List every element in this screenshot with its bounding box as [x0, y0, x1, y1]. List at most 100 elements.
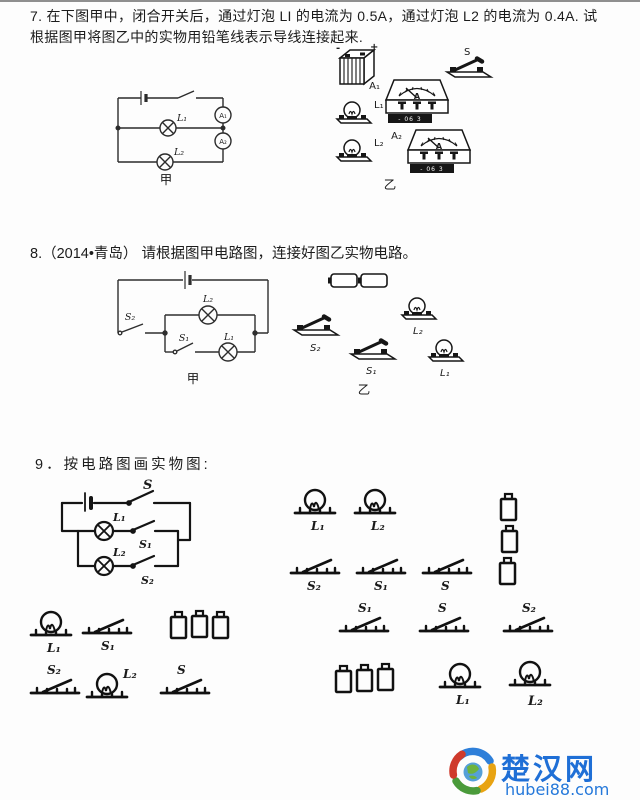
ammeter1-label: A₁: [219, 112, 227, 120]
ammeter1-terminals: - 06 3: [398, 116, 421, 123]
figure-caption: 甲: [160, 172, 173, 187]
switch-label: S: [143, 478, 152, 493]
lamp1-label: L₁: [112, 511, 126, 524]
logo-site-name[interactable]: 楚汉网: [501, 752, 597, 786]
lamp1-icon: [293, 488, 337, 515]
lamp2-label: L₂: [202, 294, 213, 305]
battery-icon: [190, 609, 209, 639]
lamp1-label: L₁: [310, 519, 325, 533]
figure-caption: 乙: [358, 382, 371, 397]
battery-icon: [499, 492, 518, 522]
lamp2-label: L₂: [173, 147, 184, 158]
logo-swirl-icon: [449, 747, 497, 795]
problem8-circuit-schematic: S₂ L₂ S₁ L₁ 甲: [117, 271, 269, 386]
switch2-icon: [29, 678, 81, 695]
lamp1-icon: [159, 119, 177, 137]
circuit-wires: [60, 489, 192, 577]
lamp2-icon: [401, 297, 437, 320]
switch-icon: [159, 678, 211, 695]
lamp2-icon: [198, 305, 218, 325]
battery-cell-icon: [357, 273, 388, 288]
switch2-icon: [289, 558, 341, 575]
switch1-label: S₁: [179, 333, 189, 344]
problem8-heading: 8.（2014•青岛） 请根据图甲电路图，连接好图乙实物电路。: [30, 246, 417, 262]
lamp2-label: L₂: [370, 519, 385, 533]
circuit-wires: [117, 271, 269, 362]
switch2-label: S₂: [125, 312, 136, 323]
lamp1-label: L₁: [176, 113, 187, 124]
ammeter1-unit: A: [414, 92, 421, 101]
switch1-label: S₁: [366, 366, 376, 377]
switch-icon: [447, 59, 491, 78]
battery-pack-icon: [339, 49, 375, 85]
switch1-icon: [355, 558, 407, 575]
problem9-parts-right: S₁ S S₂ L₁ L₂: [334, 601, 554, 709]
switch2-label: S₂: [522, 601, 536, 615]
circuit-wires: [115, 90, 232, 171]
switch2-icon: [502, 616, 554, 633]
switch1-icon: [351, 341, 395, 360]
figure-caption: 甲: [187, 371, 200, 386]
ammeter1-icon: [214, 106, 232, 124]
battery-icon: [498, 556, 517, 586]
switch1-label: S₁: [101, 639, 115, 653]
switch1-icon: [338, 616, 390, 633]
lamp1-label: L₁: [223, 332, 234, 343]
lamp2-label: L₂: [112, 546, 126, 559]
switch2-label: S₂: [310, 343, 320, 354]
battery-icon: [500, 524, 519, 554]
battery-cell-icon: [327, 273, 358, 288]
switch-label: S: [441, 579, 450, 593]
lamp2-icon: [336, 139, 372, 162]
lamp1-label: L₁: [46, 641, 61, 655]
battery-plus-label: +: [370, 42, 378, 53]
switch2-icon: [294, 317, 338, 336]
problem9-parts-left: L₁ S₁ S₂ L₂ S: [29, 609, 230, 699]
switch-icon: [177, 90, 195, 99]
problem7-circuit-schematic: L₁ L₂ A₁ A₂ 甲: [115, 90, 232, 187]
problem9-parts-top: L₁ L₂ S₂ S₁ S: [289, 488, 519, 593]
problem8-pictorial-components: S₂ L₂ S₁ L₁ 乙: [288, 273, 464, 397]
scan-top-edge: [0, 0, 640, 2]
problem7-pictorial-components: - + S L₁ L₂ A₁ A - 06 3 A₂ A - 06 3 乙: [336, 42, 513, 192]
switch1-label: S₁: [374, 579, 388, 593]
problem9-heading: 9．按电路图画实物图:: [35, 457, 211, 473]
switch1-icon: [81, 618, 133, 635]
lamp1-label: L₁: [440, 368, 450, 379]
lamp2-label: L₂: [122, 667, 137, 681]
problem7-text-line1: 7. 在下图甲中，闭合开关后，通过灯泡 LI 的电流为 0.5A，通过灯泡 L2…: [30, 8, 598, 24]
switch2-label: S₂: [141, 574, 154, 587]
lamp2-icon: [85, 672, 129, 699]
lamp1-label: L₁: [455, 693, 470, 707]
switch-label: S: [438, 601, 447, 615]
lamp2-icon: [508, 660, 552, 687]
lamp1-icon: [218, 342, 238, 362]
lamp2-label: L₂: [374, 138, 384, 149]
lamp1-label: L₁: [374, 100, 384, 111]
battery-icon: [355, 663, 374, 693]
switch1-label: S₁: [358, 601, 372, 615]
battery-icon: [334, 664, 353, 694]
switch-icon: [421, 558, 473, 575]
lamp1-icon: [29, 610, 73, 637]
lamp1-icon: [93, 520, 115, 542]
battery-icon: [211, 610, 230, 640]
problem7-text-line2: 根据图甲将图乙中的实物用铅笔线表示导线连接起来.: [30, 29, 364, 45]
battery-icon: [376, 662, 395, 692]
figure-caption: 乙: [384, 177, 397, 192]
lamp1-icon: [336, 101, 372, 124]
ammeter2-label: A₂: [219, 138, 227, 146]
ammeter2-icon: [214, 132, 232, 150]
lamp1-icon: [438, 662, 482, 689]
site-logo[interactable]: 楚汉网 hubei88.com: [445, 742, 640, 799]
lamp2-icon: [93, 555, 115, 577]
battery-icon: [169, 610, 188, 640]
switch1-label: S₁: [139, 538, 152, 551]
switch2-label: S₂: [47, 663, 61, 677]
switch1-icon: [172, 349, 178, 355]
lamp2-icon: [353, 488, 397, 515]
lamp1-icon: [428, 339, 464, 362]
switch-icon: [418, 616, 470, 633]
logo-site-url[interactable]: hubei88.com: [505, 780, 609, 799]
